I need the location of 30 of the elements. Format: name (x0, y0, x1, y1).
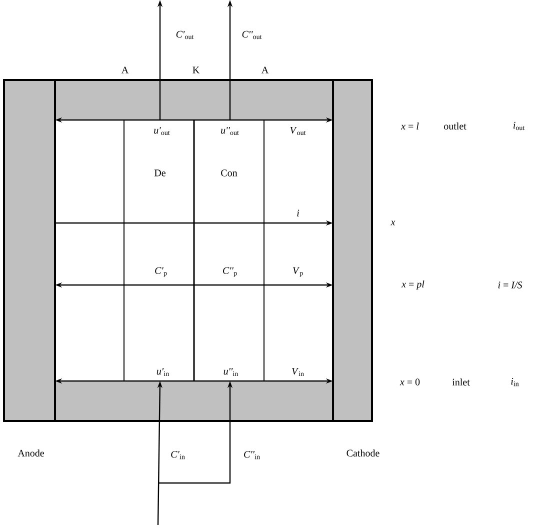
current-label: i$_{in}$ (511, 378, 519, 386)
current-label: i = I/S (498, 282, 522, 288)
flow-label: u'$_{in}$ (156, 368, 169, 376)
flow-label: u'$_{out}$ (154, 126, 170, 136)
position-label: inlet (452, 378, 470, 386)
flow-label: C'$_{in}$ (171, 450, 185, 460)
compartment-label: A (262, 66, 269, 74)
compartment-label: K (192, 66, 200, 74)
electrode-label: Anode (18, 449, 44, 457)
flow-label: C''$_{out}$ (242, 30, 262, 40)
current-label: i$_{out}$ (513, 122, 525, 130)
position-label: outlet (444, 122, 466, 130)
flow-label: V$_{out}$ (290, 126, 306, 136)
position-label: x = 0 (400, 378, 420, 386)
flow-label: u''$_{out}$ (221, 126, 239, 136)
position-label: x = pl (401, 280, 424, 290)
flow-label: C'$_{p}$ (155, 267, 167, 277)
flow-label: C''$_{p}$ (223, 267, 237, 277)
compartment-label: De (154, 170, 166, 176)
flow-label: C''$_{in}$ (244, 450, 260, 460)
compartment-label: Con (221, 170, 238, 176)
flow-label: V$_{in}$ (292, 368, 304, 376)
position-label: x = l (400, 122, 419, 130)
compartment-label: A (121, 66, 129, 74)
flow-label: u''$_{in}$ (224, 368, 238, 376)
electrode-label: Cathode (346, 449, 380, 457)
flow-label: V$_{p}$ (293, 267, 303, 277)
axis-label: x (390, 220, 396, 226)
flow-label: C'$_{out}$ (176, 30, 194, 40)
current-label: i (297, 210, 300, 216)
